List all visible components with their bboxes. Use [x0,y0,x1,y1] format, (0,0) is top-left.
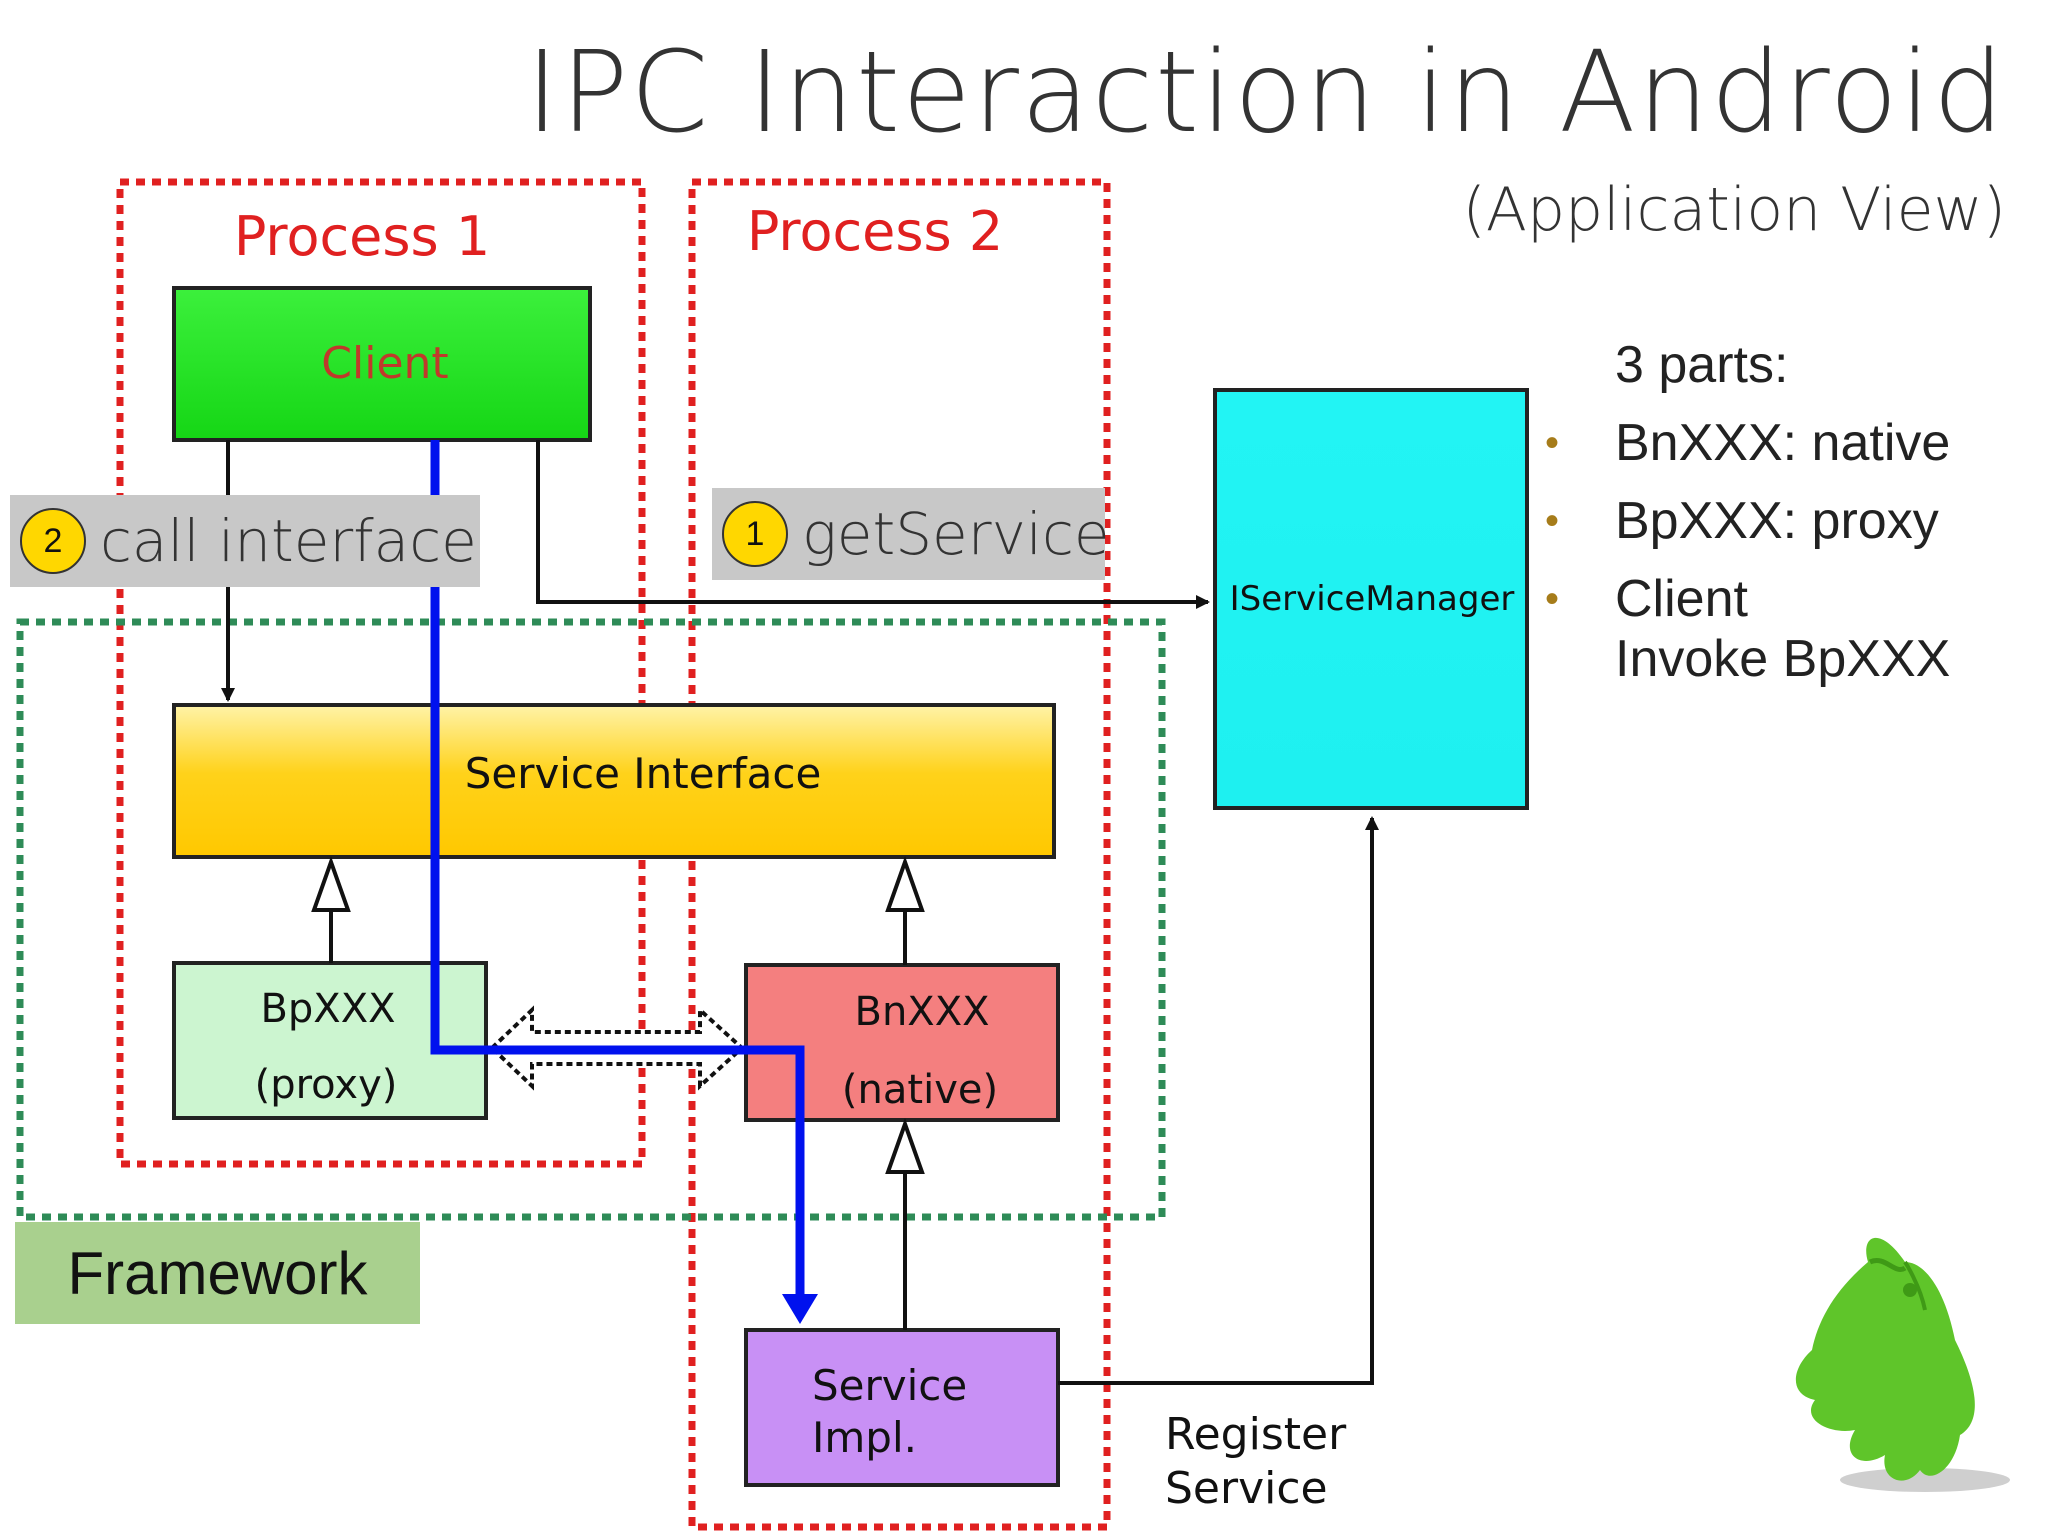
register-service-arrow [1058,816,1379,1385]
android-mascot-icon [1795,1237,2010,1492]
parts-heading: 3 parts: [1615,336,1789,394]
register-line-1: Register [1165,1409,1347,1460]
register-service-label: Register Service [1165,1408,1346,1516]
process-2-label: Process 2 [747,200,1003,263]
step-1-badge: 1 [722,501,788,567]
get-service-callout: 1 getService [712,488,1110,580]
framework-label: Framework [15,1222,420,1324]
iservicemanager-label: IServiceManager [1230,579,1515,619]
impl-inherit-arrowhead [885,1118,925,1174]
parts-item-text: Client [1615,570,1748,628]
service-impl-box [744,1328,1060,1487]
service-impl-sublabel: Impl. [812,1413,917,1462]
slide-subtitle: (Application View) [1462,175,2006,245]
iservicemanager-box [1213,388,1529,810]
parts-item-client: • Client Invoke BpXXX [1545,569,2005,689]
parts-item-text: BpXXX: proxy [1615,492,1939,550]
slide-title: IPC Interaction in Android [525,28,2006,158]
parts-item-subtext: Invoke BpXXX [1615,630,1951,688]
bnxxx-label: BnXXX [855,989,990,1035]
parts-item-bpxxx: • BpXXX: proxy [1545,491,2005,551]
get-service-arrow [536,440,1210,609]
register-line-2: Service [1165,1463,1328,1514]
call-interface-text: call interface [100,507,477,575]
parts-item-text: BnXXX: native [1615,414,1951,472]
bullet-icon: • [1545,499,1560,543]
bpxxx-sublabel: (proxy) [255,1062,398,1108]
process-1-label: Process 1 [234,205,490,268]
client-box [172,286,592,442]
bullet-icon: • [1545,421,1560,465]
parts-item-bnxxx: • BnXXX: native [1545,413,2005,473]
bn-inherit-arrowhead [885,856,925,912]
call-interface-callout: 2 call interface [10,495,480,587]
service-impl-label: Service [812,1361,967,1410]
ipc-flow-line [430,440,818,1324]
parts-list: 3 parts: • BnXXX: native • BpXXX: proxy … [1545,335,2005,707]
bpxxx-label: BpXXX [260,986,395,1032]
client-label: Client [321,338,448,389]
bnxxx-sublabel: (native) [842,1067,998,1113]
service-interface-box [172,703,1056,859]
framework-region [16,618,1166,1221]
bp-inherit-arrowhead [311,856,351,912]
bullet-icon: • [1545,577,1560,621]
service-interface-label: Service Interface [465,749,822,798]
step-2-badge: 2 [20,508,86,574]
get-service-text: getService [802,500,1110,568]
process-1-region [116,178,646,1168]
